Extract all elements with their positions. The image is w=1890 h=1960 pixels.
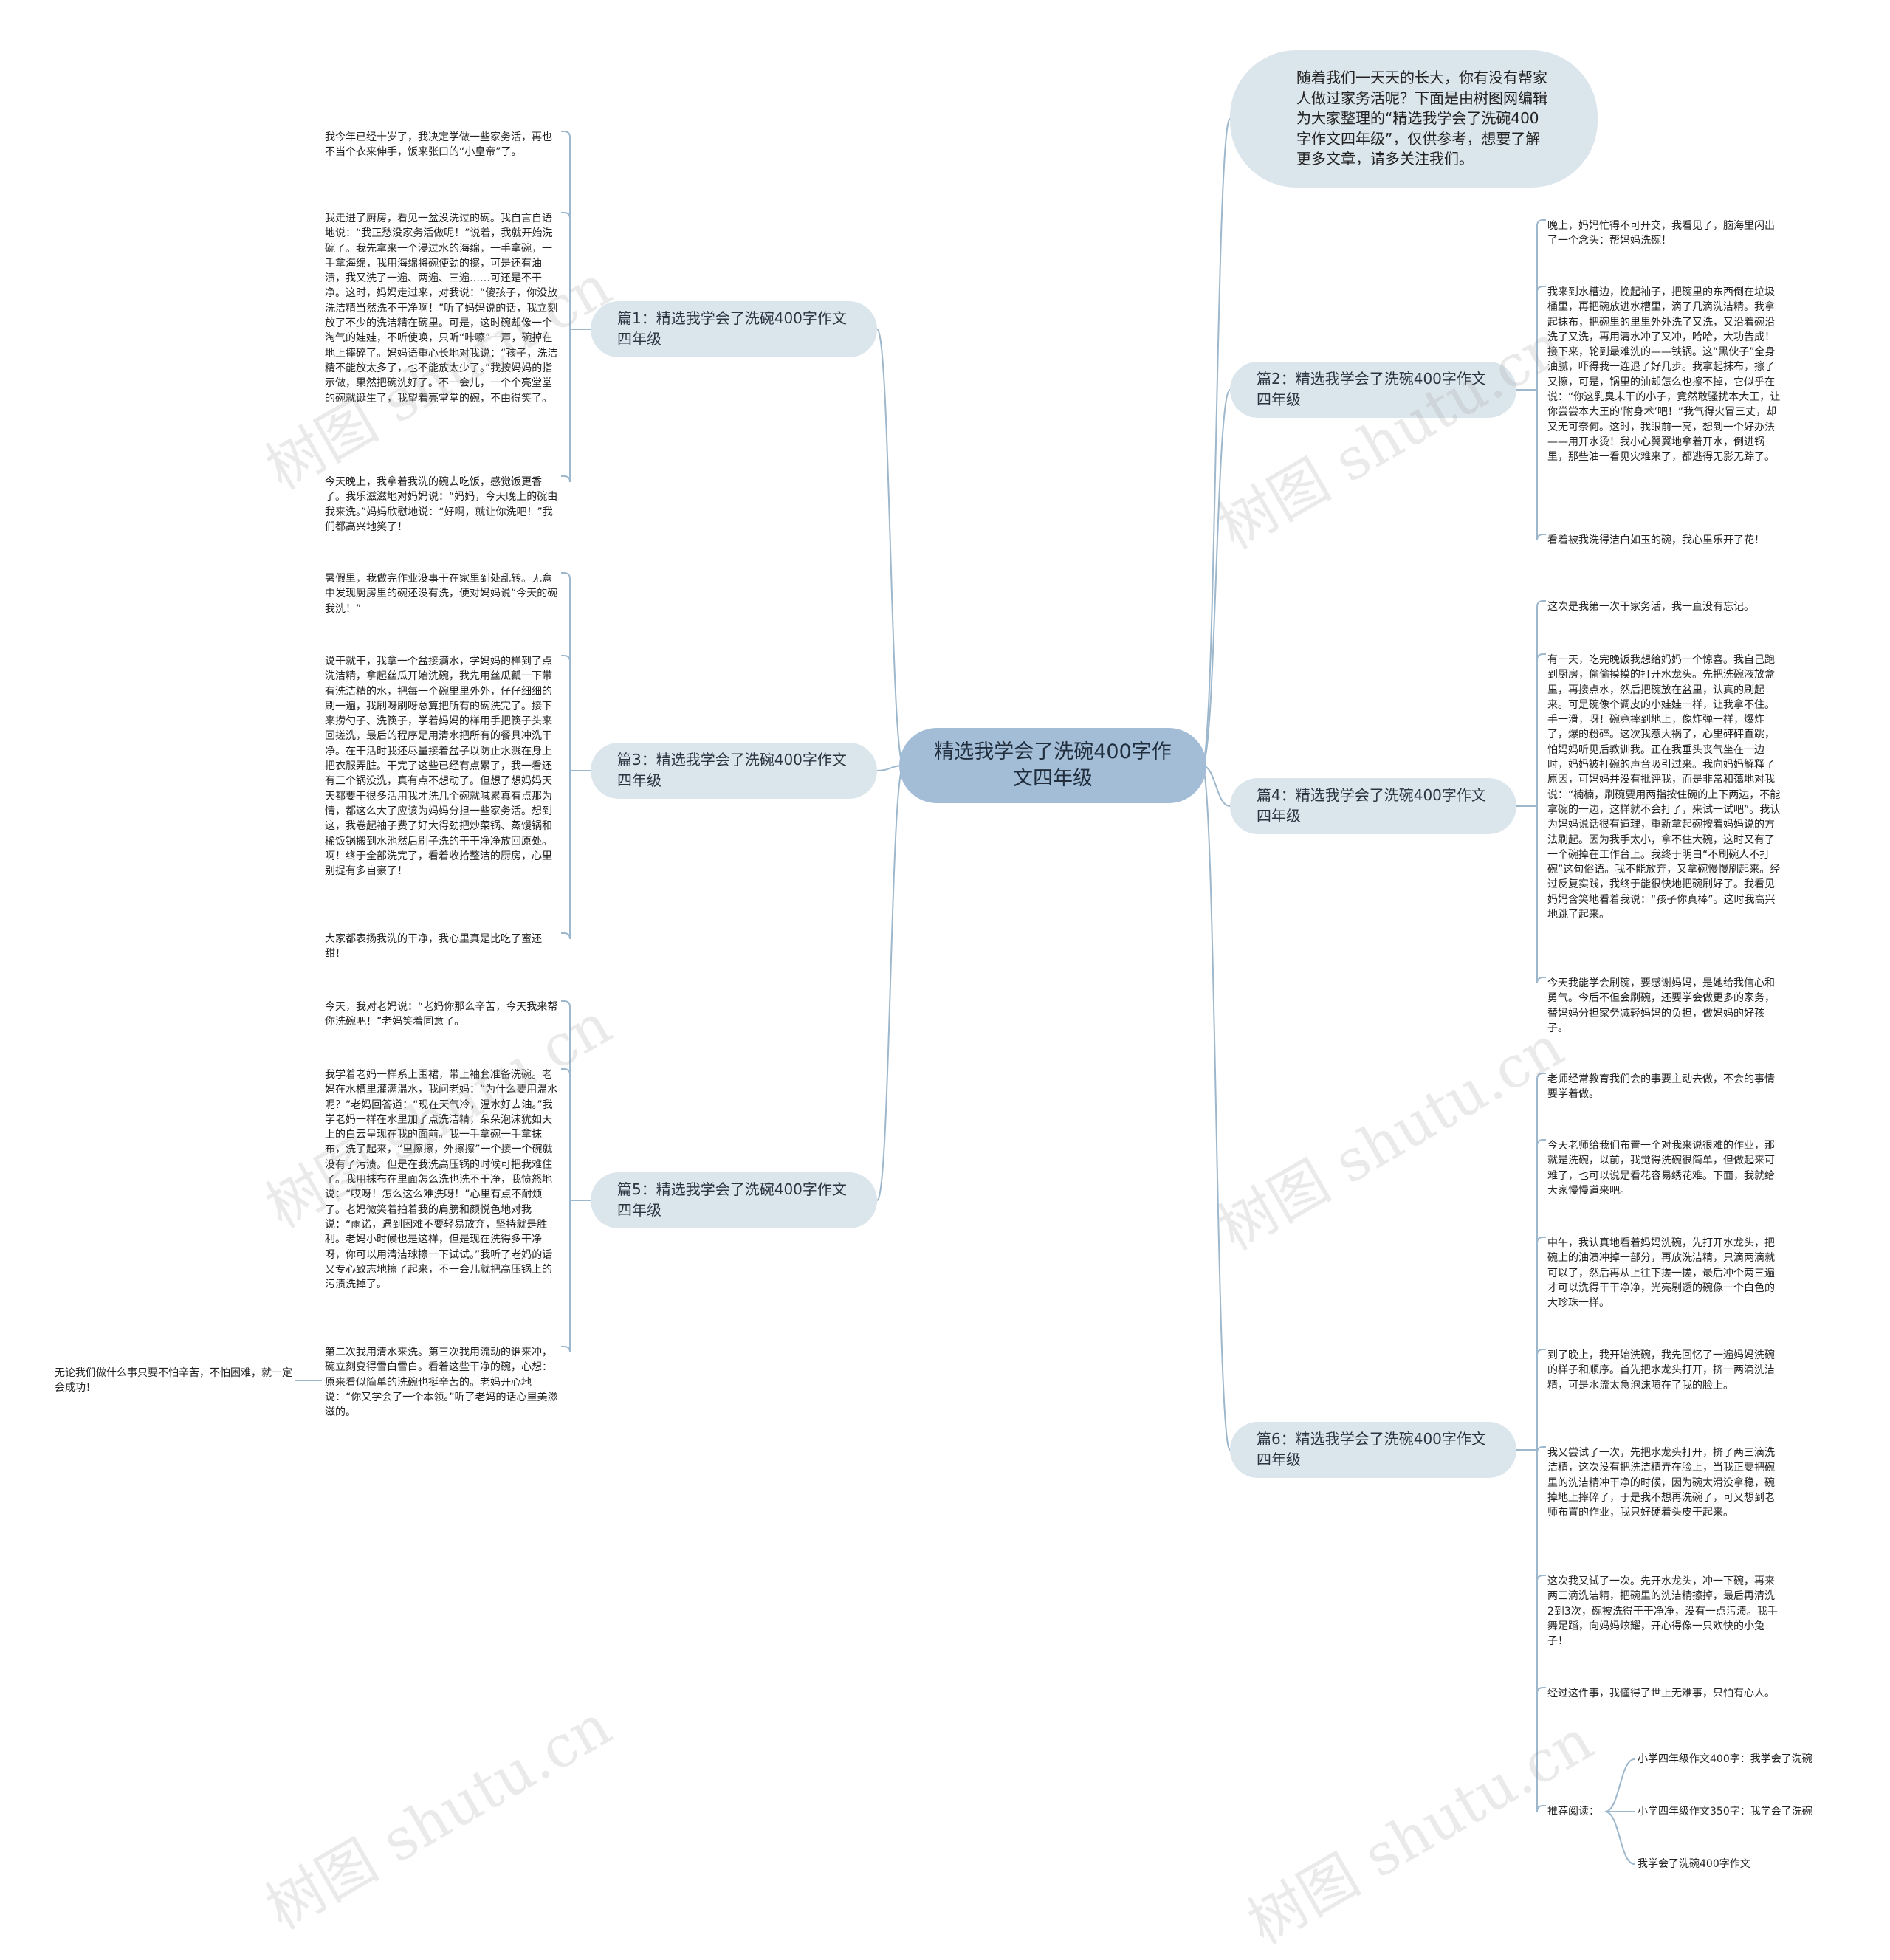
intro-node[interactable]: 随着我们一天天的长大，你有没有帮家人做过家务活呢？下面是由树图网编辑为大家整理的… (1230, 50, 1598, 188)
branch-pian6[interactable]: 篇6：精选我学会了洗碗400字作文四年级 (1230, 1422, 1516, 1478)
branch-pian4[interactable]: 篇4：精选我学会了洗碗400字作文四年级 (1230, 778, 1516, 834)
branch-pian2[interactable]: 篇2：精选我学会了洗碗400字作文四年级 (1230, 362, 1516, 418)
leaf-link (1536, 1349, 1546, 1356)
leaf-link (1536, 219, 1546, 227)
leaf-text: 第二次我用清水来洗。第三次我用流动的谁来冲，碗立刻变得雪白雪白。看着这些干净的碗… (325, 1347, 558, 1419)
leaf-link (1536, 534, 1546, 541)
leaf-link (561, 475, 571, 483)
leaf-link (561, 655, 571, 662)
root-link (876, 765, 904, 1201)
leaf-text: 这次是我第一次干家务活，我一直没有忘记。 (1547, 601, 1754, 613)
branch-title: 篇6：精选我学会了洗碗400字作文四年级 (1257, 1430, 1486, 1468)
leaf-link (1536, 286, 1546, 293)
leaf-link (1536, 1139, 1546, 1146)
recommend-link[interactable]: 小学四年级作文350字：我学会了洗碗 (1638, 1806, 1812, 1818)
branch-pian1[interactable]: 篇1：精选我学会了洗碗400字作文四年级 (591, 301, 877, 357)
root-link (876, 329, 904, 766)
leaf-text: 晚上，妈妈忙得不可开交，我看见了，脑海里闪出了一个念头：帮妈妈洗碗！ (1547, 220, 1775, 247)
branch-title: 篇5：精选我学会了洗碗400字作文四年级 (617, 1180, 847, 1219)
leaf-link (561, 131, 571, 138)
leaf-text: 今天晚上，我拿着我洗的碗去吃饭，感觉饭更香了。我乐滋滋地对妈妈说：“妈妈，今天晚… (325, 476, 558, 533)
leaf-text: 今天，我对老妈说：“老妈你那么辛苦，今天我来帮你洗碗吧！”老妈笑着同意了。 (325, 1001, 558, 1028)
recommend-label: 推荐阅读： (1547, 1806, 1599, 1818)
leaf-link (561, 1068, 571, 1076)
leaf-link (1536, 1575, 1546, 1582)
leaf-text: 大家都表扬我洗的干净，我心里真是比吃了蜜还甜！ (325, 933, 542, 960)
leaf-link (1536, 977, 1546, 984)
branch-title: 篇3：精选我学会了洗碗400字作文四年级 (617, 751, 847, 789)
leaf-text: 暑假里，我做完作业没事干在家里到处乱转。无意中发现厨房里的碗还没有洗，便对妈妈说… (325, 573, 558, 615)
leaf-text: 到了晚上，我开始洗碗，我先回忆了一遍妈妈洗碗的样子和顺序。首先把水龙头打开，挤一… (1547, 1349, 1775, 1392)
leaf-text: 我又尝试了一次，先把水龙头打开，挤了两三滴洗洁精，这次没有把洗洁精弄在脸上，当我… (1547, 1447, 1775, 1519)
root-link (1201, 118, 1231, 766)
leaf-link (1536, 653, 1546, 661)
leaf-text: 今天我能学会刷碗，要感谢妈妈，是她给我信心和勇气。今后不但会刷碗，还要学会做更多… (1547, 977, 1775, 1034)
recommend-link-line (1604, 1758, 1635, 1812)
leaf-text: 我学着老妈一样系上围裙，带上袖套准备洗碗。老妈在水槽里灌满温水，我问老妈：“为什… (325, 1069, 558, 1291)
recommend-link-line (1604, 1811, 1635, 1865)
leaf-text: 这次我又试了一次。先开水龙头，冲一下碗，再来两三滴洗洁精，把碗里的洗洁精擦掉，最… (1547, 1575, 1778, 1648)
leaf-text: 说干就干，我拿一个盆接满水，学妈妈的样到了点洗洁精，拿起丝瓜开始洗碗，我先用丝瓜… (325, 656, 552, 878)
root-title: 精选我学会了洗碗400字作文四年级 (934, 740, 1172, 790)
leaf-link (1536, 1446, 1546, 1454)
root-link (1201, 765, 1231, 1451)
leaf-text: 经过这件事，我懂得了世上无难事，只怕有心人。 (1547, 1688, 1775, 1699)
root-topic[interactable]: 精选我学会了洗碗400字作文四年级 (899, 728, 1206, 803)
branch-title: 篇2：精选我学会了洗碗400字作文四年级 (1257, 370, 1486, 408)
leaf-conclusion: 无论我们做什么事只要不怕辛苦，不怕困难，就一定会成功！ (55, 1367, 292, 1395)
leaf-text: 看着被我洗得洁白如玉的碗，我心里乐开了花！ (1547, 534, 1764, 546)
leaf-link (561, 212, 571, 219)
leaf-link (561, 572, 571, 580)
leaf-link (561, 932, 571, 940)
leaf-text: 今天老师给我们布置一个对我来说很难的作业，那就是洗碗，以前，我觉得洗碗很简单，但… (1547, 1140, 1775, 1197)
leaf-text: 我今年已经十岁了，我决定学做一些家务活，再也不当个衣来伸手，饭来张口的“小皇帝”… (325, 131, 552, 159)
leaf-text: 有一天，吃完晚饭我想给妈妈一个惊喜。我自己跑到厨房，偷偷摸摸的打开水龙头。先把洗… (1547, 654, 1781, 921)
leaf-text: 我来到水槽边，挽起袖子，把碗里的东西倒在垃圾桶里，再把碗放进水槽里，滴了几滴洗洁… (1547, 286, 1781, 464)
leaf-link (561, 1346, 571, 1353)
branch-title: 篇1：精选我学会了洗碗400字作文四年级 (617, 309, 847, 348)
leaf-link (561, 1000, 571, 1008)
branch-pian3[interactable]: 篇3：精选我学会了洗碗400字作文四年级 (591, 743, 877, 799)
recommend-link[interactable]: 我学会了洗碗400字作文 (1638, 1858, 1750, 1870)
branch-pian5[interactable]: 篇5：精选我学会了洗碗400字作文四年级 (591, 1172, 877, 1228)
leaf-link (1536, 1687, 1546, 1694)
recommend-link[interactable]: 小学四年级作文400字：我学会了洗碗 (1638, 1753, 1812, 1765)
root-link (1201, 389, 1231, 766)
intro-text: 随着我们一天天的长大，你有没有帮家人做过家务活呢？下面是由树图网编辑为大家整理的… (1296, 69, 1547, 168)
leaf-text: 我走进了厨房，看见一盆没洗过的碗。我自言自语地说：“我正愁没家务活做呢！”说着，… (325, 213, 558, 405)
leaf-link (1536, 1237, 1546, 1244)
leaf-link (1536, 1805, 1546, 1812)
leaf-link (1536, 1073, 1546, 1080)
leaf-text: 中午，我认真地看着妈妈洗碗，先打开水龙头，把碗上的油渍冲掉一部分，再放洗洁精，只… (1547, 1237, 1775, 1310)
leaf-text: 老师经常教育我们会的事要主动去做，不会的事情要学着做。 (1547, 1073, 1775, 1101)
branch-title: 篇4：精选我学会了洗碗400字作文四年级 (1257, 786, 1486, 825)
leaf-link (1536, 600, 1546, 608)
